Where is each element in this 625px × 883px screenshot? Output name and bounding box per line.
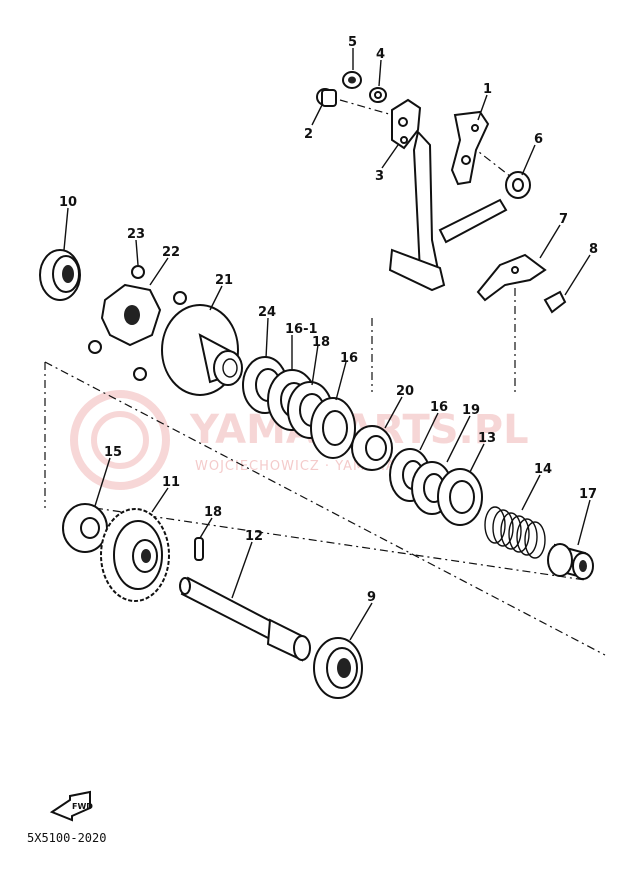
callout-9: 9 bbox=[367, 590, 376, 605]
callout-18-right: 19 bbox=[462, 403, 480, 418]
callout-17: 20 bbox=[396, 384, 414, 399]
callout-13: 13 bbox=[478, 431, 496, 446]
callout-8: 8 bbox=[589, 242, 598, 257]
forward-label: FWD bbox=[72, 802, 93, 811]
callout-20: 22 bbox=[162, 245, 180, 260]
callout-numbers: 5 4 1 2 3 6 7 8 10 23 22 21 24 16-1 18 1… bbox=[59, 35, 598, 605]
callout-10: 10 bbox=[59, 195, 77, 210]
callout-7: 7 bbox=[559, 212, 568, 227]
washer-stack-right bbox=[389, 448, 483, 526]
callout-22: 18 bbox=[204, 505, 222, 520]
callout-15: 15 bbox=[104, 445, 122, 460]
callout-23: 17 bbox=[579, 487, 597, 502]
callout-24: 24 bbox=[258, 305, 276, 320]
callout-1: 1 bbox=[483, 82, 492, 97]
callout-6: 6 bbox=[534, 132, 543, 147]
collar-17 bbox=[351, 425, 393, 471]
callout-5: 5 bbox=[348, 35, 357, 50]
callout-19: 21 bbox=[215, 273, 233, 288]
gear-11 bbox=[100, 508, 170, 602]
pin-22 bbox=[194, 537, 204, 561]
watermark-sub: WOJCIECHOWICZ · YAMAHA bbox=[195, 459, 396, 474]
collar-23 bbox=[547, 543, 594, 580]
callout-2: 2 bbox=[304, 127, 313, 142]
callout-16-right: 16 bbox=[430, 400, 448, 415]
callout-12: 12 bbox=[245, 529, 263, 544]
shift-lever-assembly bbox=[316, 71, 567, 314]
callout-16-left: 16 bbox=[340, 351, 358, 366]
washer-stack-left bbox=[242, 356, 356, 459]
forward-arrow-icon: FWD bbox=[49, 790, 93, 822]
shift-drum-segment-20 bbox=[88, 265, 187, 381]
callout-3: 3 bbox=[375, 169, 384, 184]
callout-14: 14 bbox=[534, 462, 552, 477]
callout-21: 23 bbox=[127, 227, 145, 242]
spring-14 bbox=[484, 506, 546, 559]
diagram-code: 5X5100-2020 bbox=[27, 831, 107, 845]
callout-11: 11 bbox=[162, 475, 180, 490]
washer-15 bbox=[62, 503, 108, 553]
shaft-12 bbox=[179, 576, 311, 662]
leader-lines bbox=[63, 48, 591, 641]
callout-4: 4 bbox=[376, 47, 385, 62]
shift-drum-19 bbox=[161, 304, 243, 396]
bearing-10 bbox=[39, 249, 81, 301]
callout-18-left: 18 bbox=[312, 335, 330, 350]
bearing-9 bbox=[313, 637, 363, 699]
callout-16-1: 16-1 bbox=[285, 322, 318, 337]
